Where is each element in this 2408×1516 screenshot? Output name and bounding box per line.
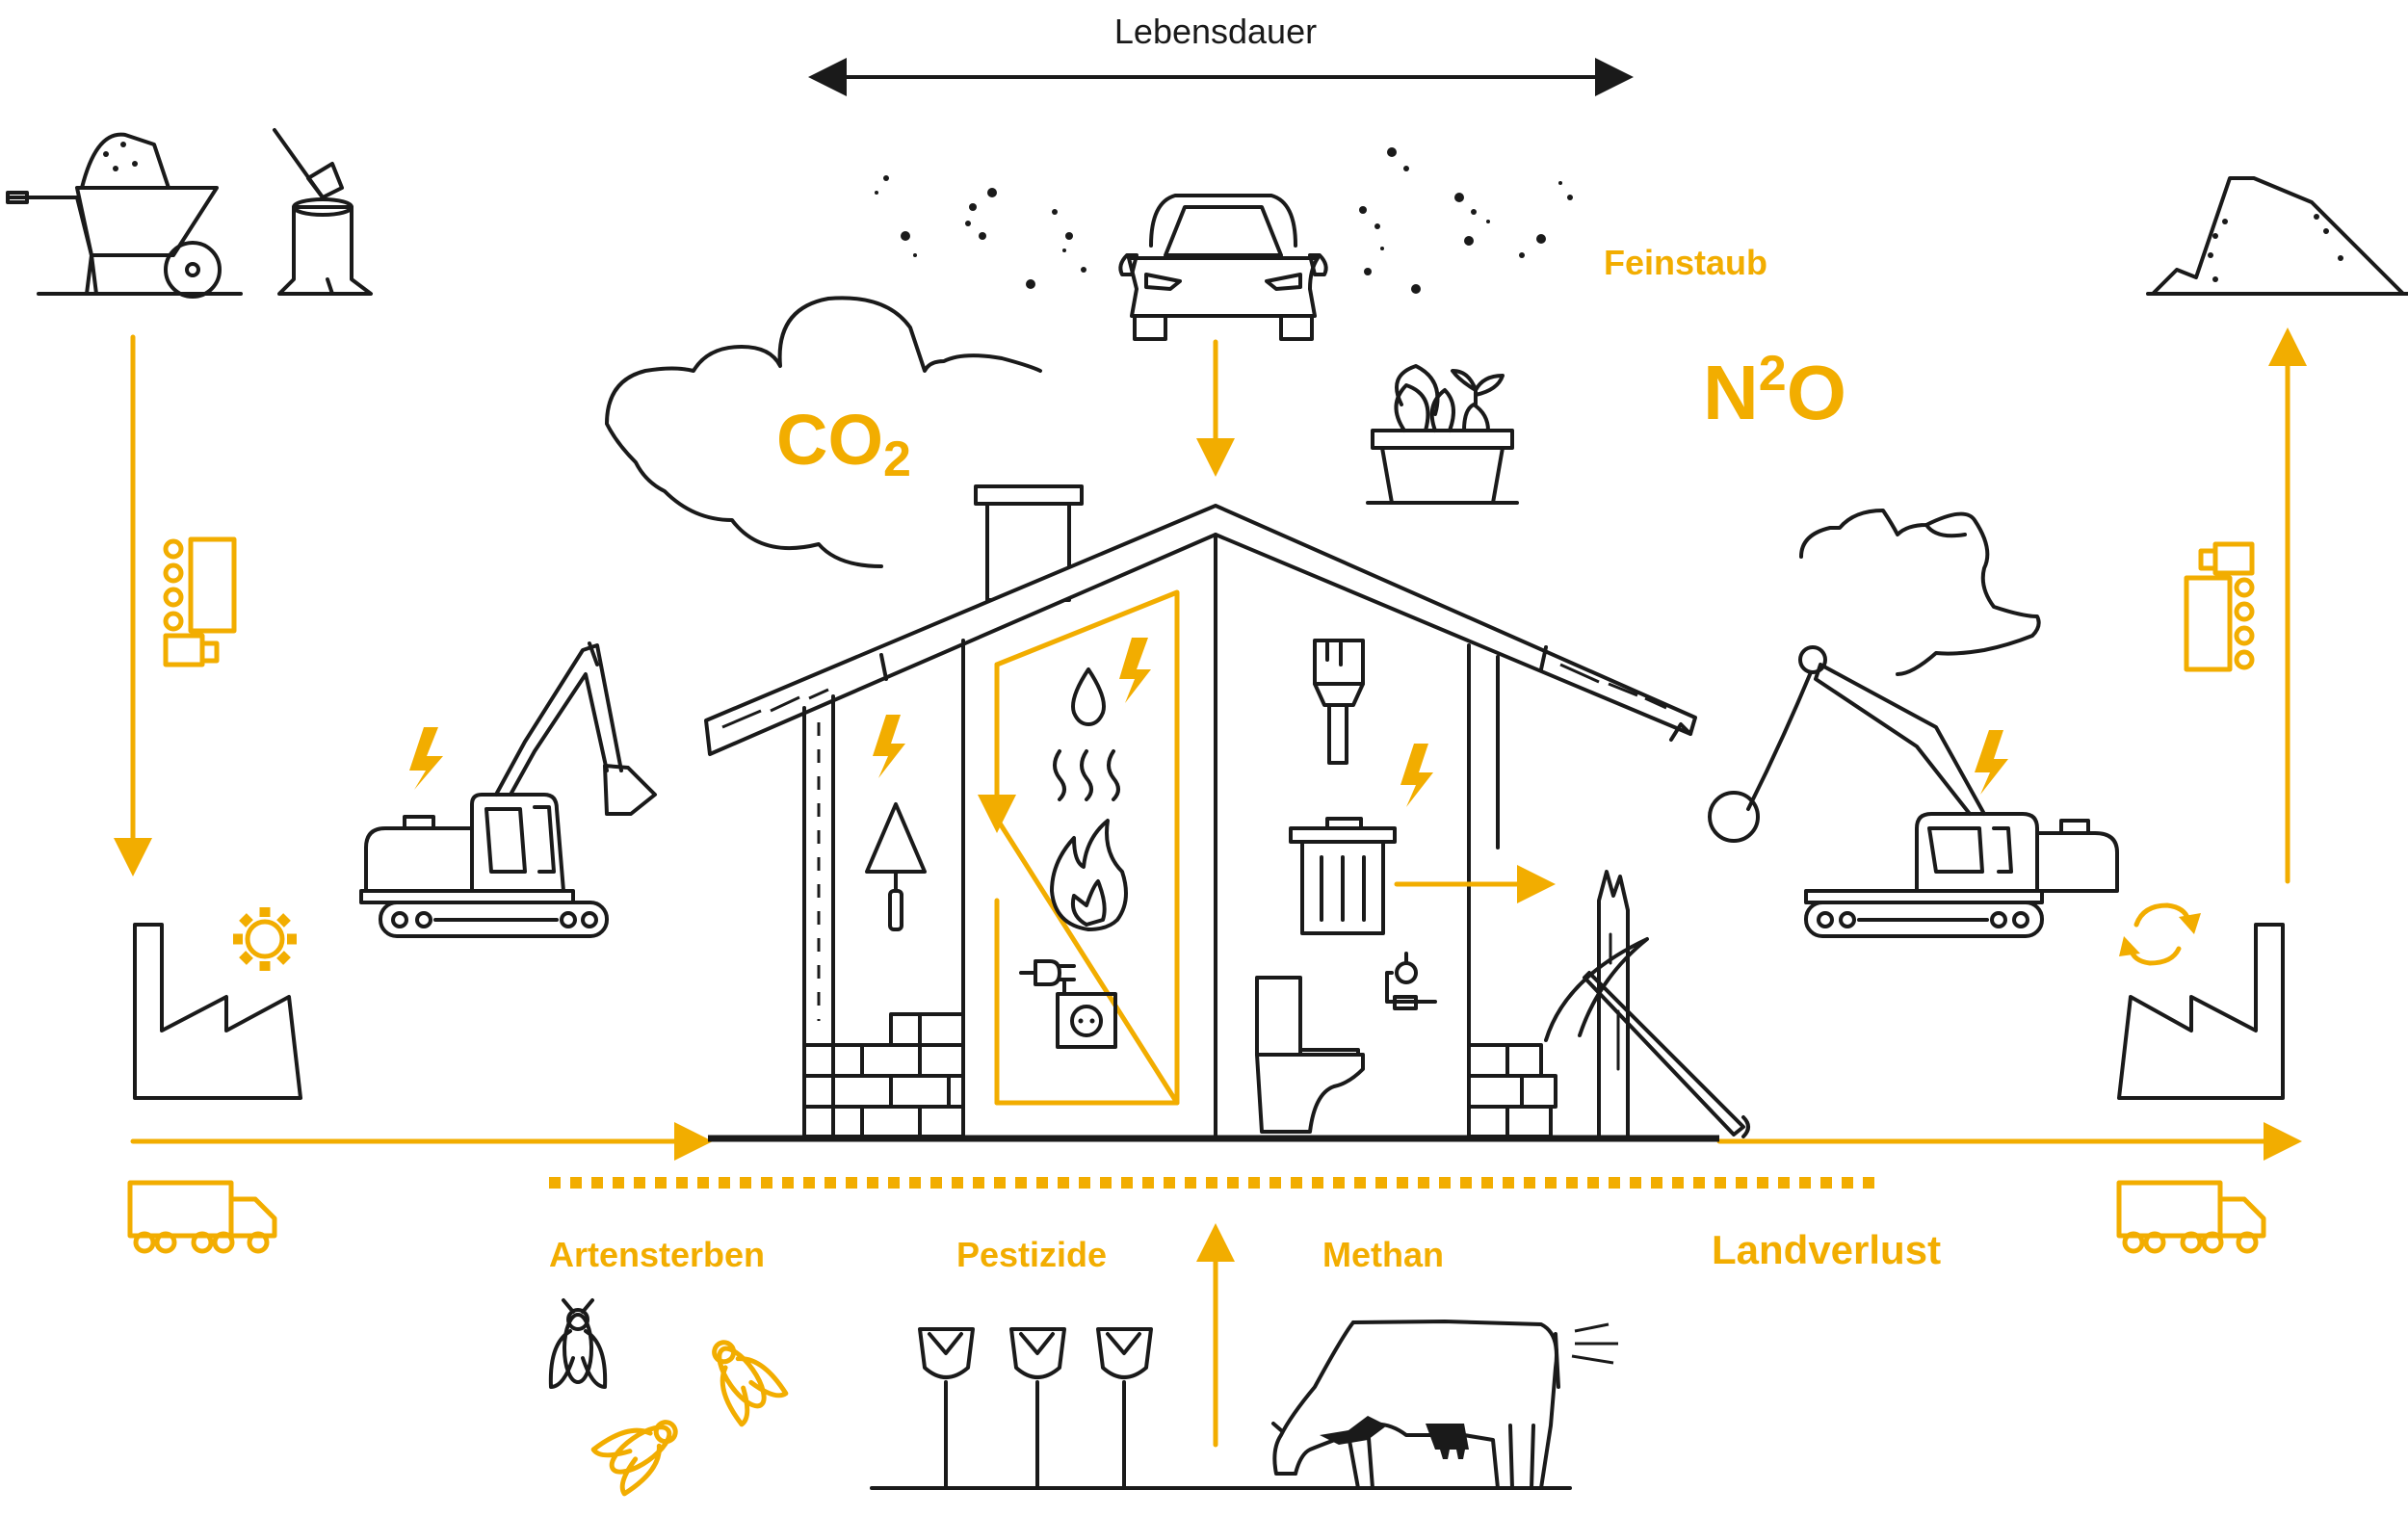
lightning-icon xyxy=(873,715,905,778)
insect-icon-black xyxy=(548,1298,608,1389)
wheat-icon xyxy=(918,1327,975,1490)
power-plug-socket-icon xyxy=(1019,959,1117,1049)
car-icon xyxy=(1118,194,1328,341)
cow-icon xyxy=(1271,1320,1618,1490)
truck-icon-right xyxy=(2116,1180,2266,1254)
wheat-icon xyxy=(1096,1327,1153,1490)
house-icon xyxy=(704,484,1750,1142)
lifespan-label: Lebensdauer xyxy=(1114,12,1317,51)
water-drop-icon xyxy=(1071,667,1106,726)
wrecking-ball-excavator-icon xyxy=(1708,645,2119,938)
cloud-icon-right xyxy=(1799,509,2041,676)
circuit-icon xyxy=(1385,952,1437,1010)
bricks-icon-left xyxy=(802,1012,965,1138)
lightning-icon xyxy=(1975,730,2008,795)
paint-brush-icon xyxy=(1313,639,1365,765)
insect-icon-orange xyxy=(590,1420,678,1497)
wheat-icon xyxy=(1009,1327,1066,1490)
lightning-icon xyxy=(409,727,443,790)
cloud-icon-co2 xyxy=(605,296,1042,568)
excavator-icon-left xyxy=(359,641,657,938)
recycle-icon xyxy=(2119,902,2201,966)
sand-pile-icon xyxy=(2146,176,2408,296)
n2o-label: N2O xyxy=(1703,346,1846,435)
broken-pillar-icon xyxy=(1597,870,1630,1138)
insect-icon-orange xyxy=(712,1340,789,1427)
co2-label: CO2 xyxy=(776,400,911,487)
trash-can-icon xyxy=(1289,817,1397,935)
train-icon-left xyxy=(163,536,237,667)
tree-stump-axe-icon xyxy=(273,128,373,296)
toilet-icon xyxy=(1255,976,1365,1134)
land-loss-label: Landverlust xyxy=(1712,1227,1941,1272)
factory-icon-right xyxy=(2117,923,2285,1100)
methane-label: Methan xyxy=(1322,1235,1444,1274)
heat-waves-icon xyxy=(1053,749,1120,801)
chimney-icon xyxy=(974,484,1084,602)
wheelbarrow-icon xyxy=(6,132,243,299)
pickaxe-icon xyxy=(1544,937,1750,1138)
lightning-icon xyxy=(1400,744,1433,807)
fine-dust-particles xyxy=(875,147,1573,294)
pesticides-label: Pestizide xyxy=(956,1235,1107,1274)
flame-icon xyxy=(1050,819,1128,931)
lightning-icon xyxy=(1119,638,1151,703)
trowel-icon xyxy=(865,802,927,931)
train-icon-right xyxy=(2184,541,2255,672)
species-loss-label: Artensterben xyxy=(549,1235,765,1274)
factory-icon-left xyxy=(133,923,302,1100)
bricks-icon-right xyxy=(1467,1043,1557,1138)
gear-icon xyxy=(233,907,297,971)
truck-icon-left xyxy=(127,1180,277,1254)
fine-dust-label: Feinstaub xyxy=(1604,243,1767,282)
plant-pot-icon xyxy=(1366,364,1519,505)
